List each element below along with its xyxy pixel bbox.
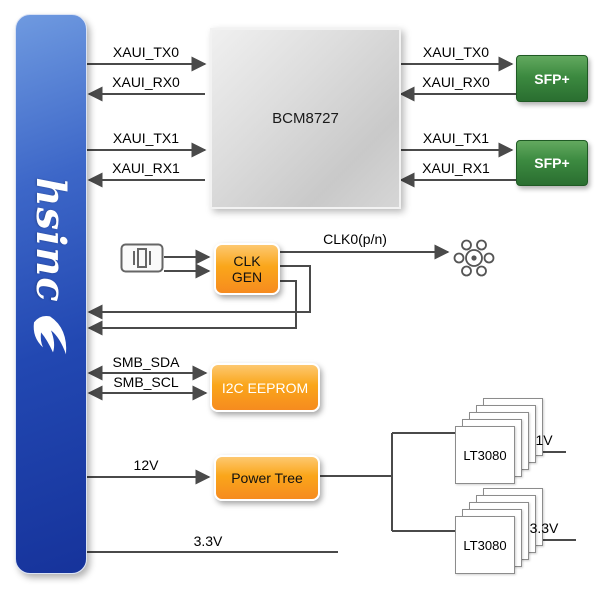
i2c-eeprom-block: I2C EEPROM <box>210 363 320 412</box>
sfp-plus-top-block: SFP+ <box>516 55 588 102</box>
lt3080-stack-bottom: LT3080 <box>455 488 575 580</box>
label-xaui-tx0-right: XAUI_TX0 <box>422 44 490 60</box>
label-xaui-tx0-left: XAUI_TX0 <box>112 44 180 60</box>
bcm8727-label: BCM8727 <box>272 110 339 127</box>
hsmc-connector-bar <box>15 14 87 574</box>
label-clk0: CLK0(p/n) <box>323 231 387 247</box>
power-tree-label: Power Tree <box>231 470 303 486</box>
label-3v3-rail: 3.3V <box>193 533 223 549</box>
label-xaui-tx1-left: XAUI_TX1 <box>112 130 180 146</box>
lt3080-stack-top: LT3080 <box>455 398 575 490</box>
bcm8727-block: BCM8727 <box>210 28 401 209</box>
label-smb-sda: SMB_SDA <box>112 354 180 370</box>
sfp-plus-bottom-label: SFP+ <box>534 155 570 171</box>
label-xaui-tx1-right: XAUI_TX1 <box>422 130 490 146</box>
label-xaui-rx0-left: XAUI_RX0 <box>112 74 180 90</box>
sma-connector-icon <box>453 239 495 277</box>
flame-icon <box>33 316 67 355</box>
hsinc-logo: hsinc <box>27 177 74 358</box>
label-xaui-rx1-right: XAUI_RX1 <box>422 160 490 176</box>
clk-gen-label-line2: GEN <box>231 269 263 285</box>
label-xaui-rx1-left: XAUI_RX1 <box>112 160 180 176</box>
i2c-eeprom-label: I2C EEPROM <box>221 379 309 396</box>
label-xaui-rx0-right: XAUI_RX0 <box>422 74 490 90</box>
label-3v3-out: 3.3V <box>529 520 559 536</box>
lt3080-top-label: LT3080 <box>463 447 507 463</box>
sfp-plus-top-label: SFP+ <box>534 70 570 87</box>
clk-gen-block: CLK GEN <box>214 243 280 295</box>
label-smb-scl: SMB_SCL <box>113 374 179 390</box>
lt3080-bottom-label: LT3080 <box>463 537 507 553</box>
label-12v: 12V <box>133 457 159 473</box>
hsinc-logo-text: hsinc <box>27 177 74 303</box>
oscillator-icon <box>120 243 164 273</box>
lt3080-top-front: LT3080 <box>455 426 515 484</box>
lt3080-bottom-front: LT3080 <box>455 516 515 574</box>
label-1v: 1V <box>535 432 553 448</box>
clk-gen-label-line1: CLK <box>233 252 261 269</box>
power-tree-block: Power Tree <box>214 455 320 501</box>
sfp-plus-bottom-block: SFP+ <box>516 140 588 186</box>
